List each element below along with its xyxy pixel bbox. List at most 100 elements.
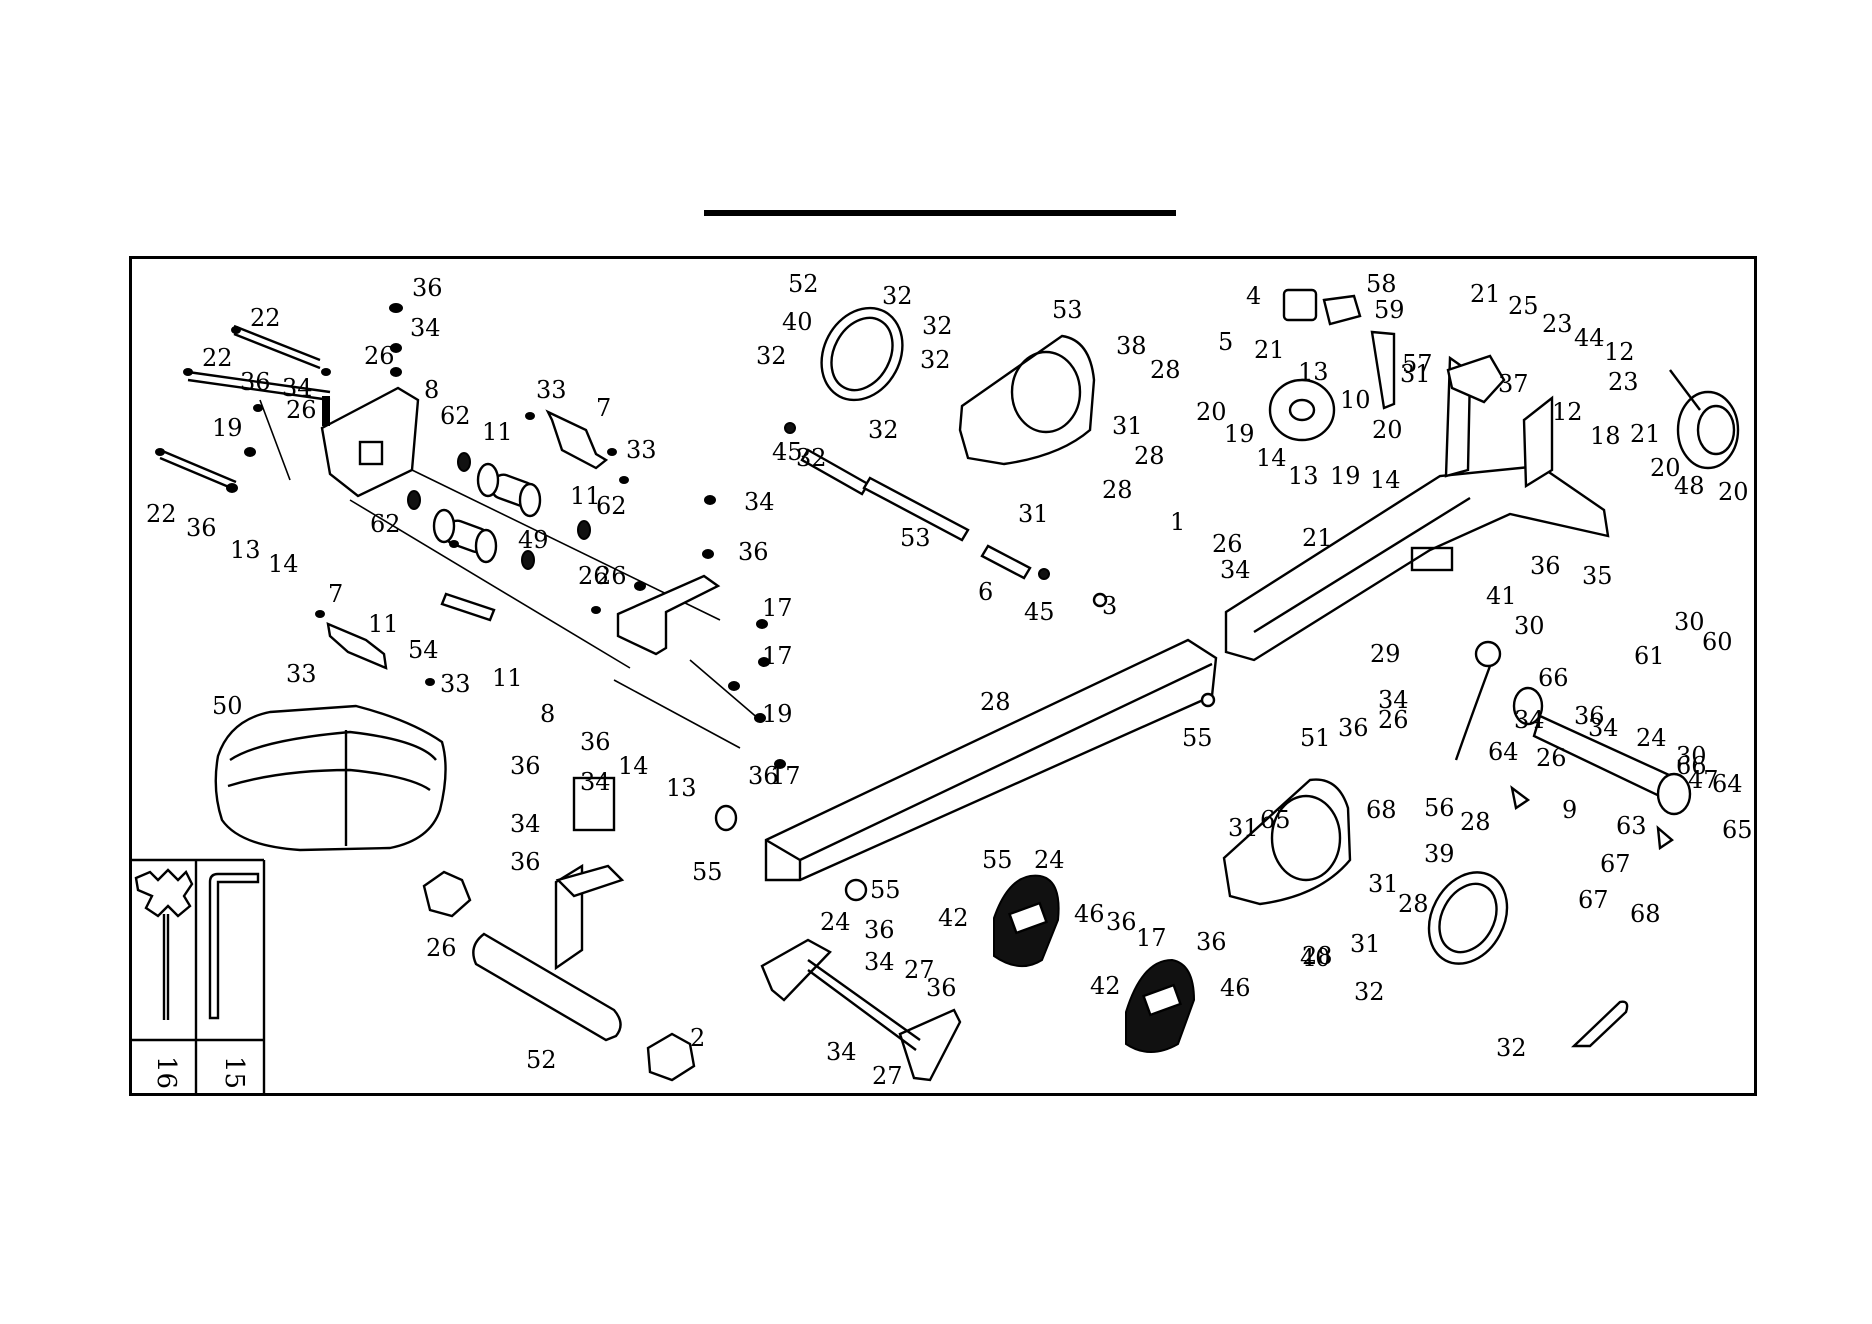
callout-part-32: 32 bbox=[1496, 1034, 1527, 1062]
title-underline bbox=[704, 210, 1176, 216]
callout-part-11: 11 bbox=[482, 418, 513, 446]
callout-part-36: 36 bbox=[186, 514, 217, 542]
callout-part-33: 33 bbox=[286, 660, 317, 688]
callout-part-44: 44 bbox=[1574, 324, 1605, 352]
callout-part-34: 34 bbox=[864, 948, 895, 976]
callout-part-33: 33 bbox=[626, 436, 657, 464]
callout-part-57: 57 bbox=[1402, 350, 1433, 378]
callout-part-9: 9 bbox=[1562, 796, 1577, 824]
callout-part-13: 13 bbox=[1298, 358, 1329, 386]
callout-part-14: 14 bbox=[618, 752, 649, 780]
callout-part-22: 22 bbox=[146, 500, 177, 528]
callout-part-19: 19 bbox=[762, 700, 793, 728]
callout-part-11: 11 bbox=[570, 482, 601, 510]
callout-part-34: 34 bbox=[510, 810, 541, 838]
pedal-frame-part bbox=[760, 938, 962, 1082]
callout-part-14: 14 bbox=[1256, 444, 1287, 472]
callout-part-36: 36 bbox=[510, 752, 541, 780]
callout-part-31: 31 bbox=[1228, 814, 1259, 842]
callout-part-34: 34 bbox=[1220, 556, 1251, 584]
callout-part-51: 51 bbox=[1300, 724, 1331, 752]
callout-part-32: 32 bbox=[920, 346, 951, 374]
callout-part-36: 36 bbox=[1338, 714, 1369, 742]
callout-part-55: 55 bbox=[982, 846, 1013, 874]
multi-wrench-icon bbox=[134, 868, 194, 1020]
callout-part-27: 27 bbox=[872, 1062, 903, 1090]
callout-part-68: 68 bbox=[1366, 796, 1397, 824]
callout-part-33: 33 bbox=[440, 670, 471, 698]
callout-part-11: 11 bbox=[492, 664, 523, 692]
tool-number-16: 16 bbox=[151, 1056, 181, 1089]
callout-part-22: 22 bbox=[250, 304, 281, 332]
callout-part-36: 36 bbox=[1530, 552, 1561, 580]
callout-part-55: 55 bbox=[692, 858, 723, 886]
callout-part-5: 5 bbox=[1218, 328, 1233, 356]
callout-part-36: 36 bbox=[1196, 928, 1227, 956]
callout-part-36: 36 bbox=[580, 728, 611, 756]
console-parts bbox=[1268, 288, 1396, 442]
callout-part-64: 64 bbox=[1488, 738, 1519, 766]
callout-part-68: 68 bbox=[1630, 900, 1661, 928]
callout-part-54: 54 bbox=[408, 636, 439, 664]
callout-part-48: 48 bbox=[1674, 472, 1705, 500]
callout-part-28: 28 bbox=[1134, 442, 1165, 470]
callout-part-30: 30 bbox=[1674, 608, 1705, 636]
callout-part-32: 32 bbox=[882, 282, 913, 310]
diagram-frame bbox=[129, 256, 1757, 1096]
callout-part-34: 34 bbox=[580, 768, 611, 796]
callout-part-36: 36 bbox=[864, 916, 895, 944]
callout-part-11: 11 bbox=[368, 610, 399, 638]
callout-part-23: 23 bbox=[1542, 310, 1573, 338]
callout-part-26: 26 bbox=[1378, 706, 1409, 734]
callout-part-17: 17 bbox=[762, 642, 793, 670]
callout-part-21: 21 bbox=[1470, 280, 1501, 308]
main-frame-part bbox=[1224, 354, 1610, 662]
callout-part-35: 35 bbox=[1582, 562, 1613, 590]
callout-part-45: 45 bbox=[1024, 598, 1055, 626]
callout-part-32: 32 bbox=[1354, 978, 1385, 1006]
seat-cushion-part bbox=[214, 704, 447, 852]
callout-part-31: 31 bbox=[1350, 930, 1381, 958]
callout-part-34: 34 bbox=[1378, 686, 1409, 714]
callout-part-36: 36 bbox=[926, 974, 957, 1002]
callout-part-55: 55 bbox=[870, 876, 901, 904]
callout-part-33: 33 bbox=[536, 376, 567, 404]
callout-part-3: 3 bbox=[1102, 592, 1117, 620]
callout-part-23: 23 bbox=[1608, 368, 1639, 396]
callout-part-21: 21 bbox=[1630, 420, 1661, 448]
callout-part-31: 31 bbox=[1368, 870, 1399, 898]
callout-part-64: 64 bbox=[1712, 770, 1743, 798]
callout-part-47: 47 bbox=[1688, 766, 1719, 794]
callout-part-26: 26 bbox=[1212, 530, 1243, 558]
callout-part-40: 40 bbox=[782, 308, 813, 336]
callout-part-19: 19 bbox=[212, 414, 243, 442]
allen-key-icon bbox=[208, 872, 260, 1020]
callout-part-30: 30 bbox=[1676, 742, 1707, 770]
callout-part-19: 19 bbox=[1224, 420, 1255, 448]
callout-part-40: 40 bbox=[1300, 944, 1331, 972]
tool-box: 16 15 bbox=[129, 858, 266, 1096]
roller-parts bbox=[407, 452, 591, 570]
callout-part-46: 46 bbox=[1074, 900, 1105, 928]
callout-part-62: 62 bbox=[370, 510, 401, 538]
pulley-48-part bbox=[1669, 369, 1740, 470]
callout-part-62: 62 bbox=[596, 492, 627, 520]
callout-part-32: 32 bbox=[756, 342, 787, 370]
callout-part-28: 28 bbox=[1302, 942, 1333, 970]
callout-part-12: 12 bbox=[1552, 398, 1583, 426]
rail-parts bbox=[784, 422, 1050, 580]
callout-part-22: 22 bbox=[202, 344, 233, 372]
tool-number-15: 15 bbox=[219, 1056, 249, 1089]
callout-part-52: 52 bbox=[526, 1046, 557, 1074]
callout-part-21: 21 bbox=[1302, 524, 1333, 552]
pedal-parts bbox=[993, 874, 1196, 1053]
callout-part-32: 32 bbox=[922, 312, 953, 340]
callout-part-38: 38 bbox=[1116, 332, 1147, 360]
track-beam-part bbox=[714, 592, 1218, 902]
callout-part-67: 67 bbox=[1578, 886, 1609, 914]
callout-part-34: 34 bbox=[1514, 706, 1545, 734]
rear-stabilizer-part bbox=[1510, 686, 1692, 851]
callout-part-65: 65 bbox=[1722, 816, 1753, 844]
callout-part-39: 39 bbox=[1424, 840, 1455, 868]
